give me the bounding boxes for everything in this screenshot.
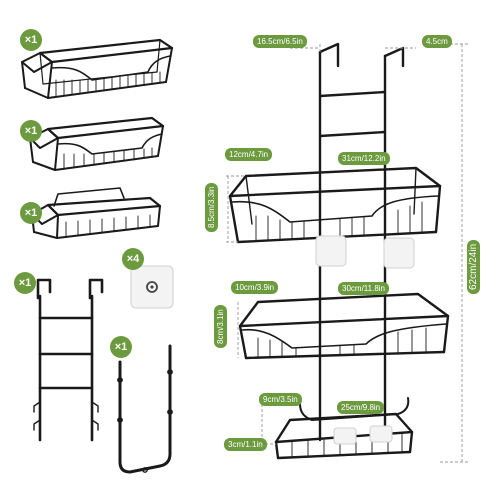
quantity-badge-basket-large: ×1 bbox=[20, 29, 42, 51]
dimension-middle-basket-width: 30cm/11.8in bbox=[338, 282, 389, 295]
dimension-hook-depth: 4.5cm bbox=[422, 35, 452, 48]
dimension-total-height: 62cm/24in bbox=[467, 239, 480, 294]
dimension-top-width: 16.5cm/6.5in bbox=[253, 35, 307, 48]
part-basket-small bbox=[31, 187, 162, 239]
dimension-top-basket-depth: 12cm/4.7in bbox=[225, 148, 273, 161]
quantity-badge-basket-medium: ×1 bbox=[20, 120, 42, 142]
dimension-top-basket-width: 31cm/12.2in bbox=[338, 152, 390, 165]
quantity-badge-side-bar: ×1 bbox=[110, 336, 132, 358]
quantity-badge-adhesive-hooks: ×4 bbox=[122, 248, 144, 270]
quantity-badge-door-hanger: ×1 bbox=[14, 272, 36, 294]
quantity-badge-basket-small: ×1 bbox=[20, 202, 42, 224]
dimension-bottom-basket-height: 3cm/1.1in bbox=[224, 438, 267, 451]
dimension-top-basket-height: 8.5cm/3.3in bbox=[205, 182, 218, 232]
dimension-middle-basket-depth: 10cm/3.9in bbox=[231, 281, 279, 294]
wall-adhesive-pads bbox=[315, 235, 415, 445]
part-door-hanger bbox=[33, 278, 104, 442]
dimension-middle-basket-height: 8cm/3.1in bbox=[214, 305, 227, 348]
dimension-bottom-basket-width: 25cm/9.8in bbox=[337, 401, 385, 414]
part-basket-large bbox=[21, 38, 174, 99]
part-side-bar bbox=[117, 344, 173, 474]
dimension-bottom-basket-depth: 9cm/3.5in bbox=[259, 393, 302, 406]
part-basket-medium bbox=[29, 116, 165, 171]
part-adhesive-hook bbox=[130, 265, 174, 309]
